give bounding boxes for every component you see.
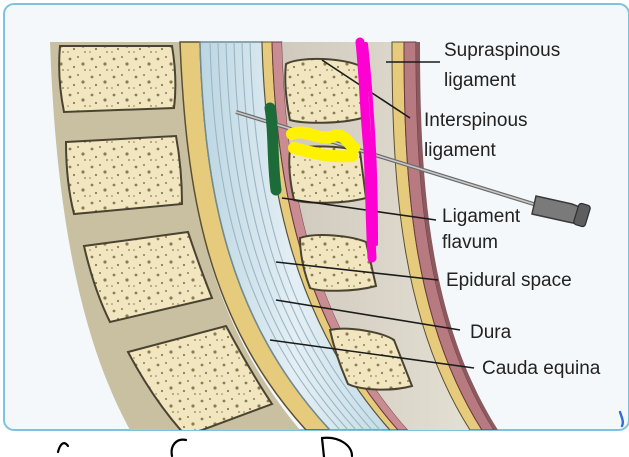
handwriting-strokes <box>58 438 352 457</box>
label-flavum-2: flavum <box>442 232 498 253</box>
label-epidural: Epidural space <box>446 270 572 291</box>
label-supraspinous-2: ligament <box>444 70 517 91</box>
label-flavum-1: Ligament <box>442 206 521 227</box>
label-supraspinous-1: Supraspinous <box>444 40 560 61</box>
label-cauda: Cauda equina <box>482 358 601 379</box>
label-dura: Dura <box>470 322 512 343</box>
label-interspinous-2: ligament <box>424 140 497 161</box>
handwriting-stroke-3 <box>322 438 352 457</box>
handwriting-stroke-1 <box>58 443 68 452</box>
handwriting-stroke-2 <box>172 440 186 456</box>
spinous-process-3 <box>300 235 376 291</box>
green-highlight <box>270 108 276 190</box>
vertebral-body-1 <box>59 46 175 112</box>
spinous-process-1 <box>285 59 362 123</box>
vertebral-body-2 <box>66 136 182 214</box>
label-interspinous-1: Interspinous <box>424 110 528 131</box>
